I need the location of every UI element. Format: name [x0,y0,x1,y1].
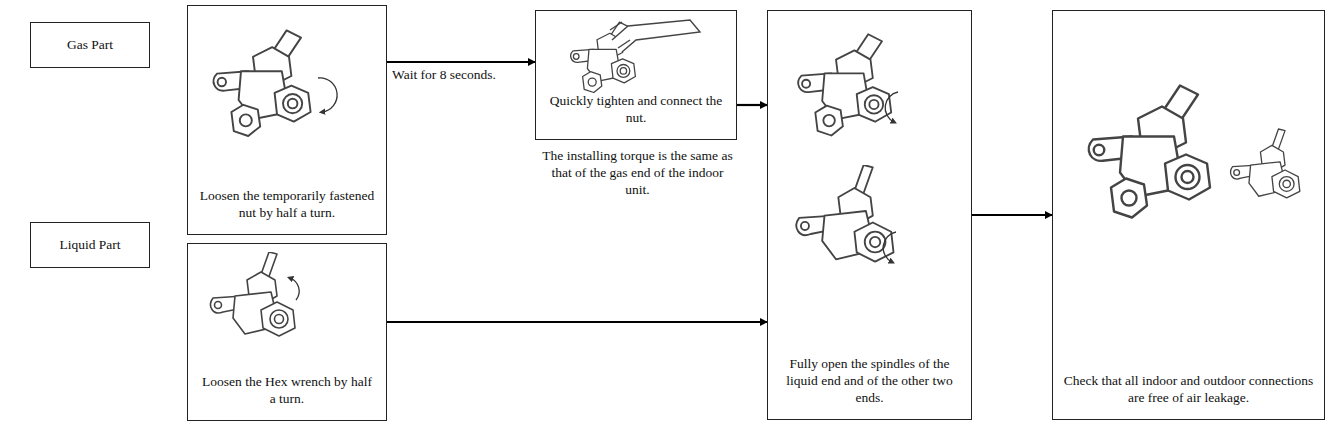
step-box: Quickly tighten and connect the nut. [535,10,737,140]
flow-arrow [387,61,535,63]
step-box: Check that all indoor and outdoor connec… [1052,10,1325,420]
flow-arrow [737,104,767,106]
step-text: Fully open the spindles of the liquid en… [778,356,961,407]
step-box: Loosen the Hex wrench by half a turn. [187,243,387,421]
part-label-box: Gas Part [30,22,150,68]
step-box: Fully open the spindles of the liquid en… [767,10,972,420]
step-text: Loosen the temporarily fastened nut by h… [198,188,376,222]
edge-label: Wait for 8 seconds. [390,67,498,83]
part-label-box: Liquid Part [30,222,150,268]
step-text: Check that all indoor and outdoor connec… [1063,373,1314,407]
step-text: Loosen the Hex wrench by half a turn. [198,374,376,408]
step-text: Gas Part [67,37,113,54]
step-text: Quickly tighten and connect the nut. [546,93,726,127]
step-text: Liquid Part [59,237,120,254]
flow-arrow [972,214,1052,216]
step-box: Loosen the temporarily fastened nut by h… [187,5,387,235]
note-text: The installing torque is the same as tha… [540,148,735,199]
flow-arrow [387,321,767,323]
